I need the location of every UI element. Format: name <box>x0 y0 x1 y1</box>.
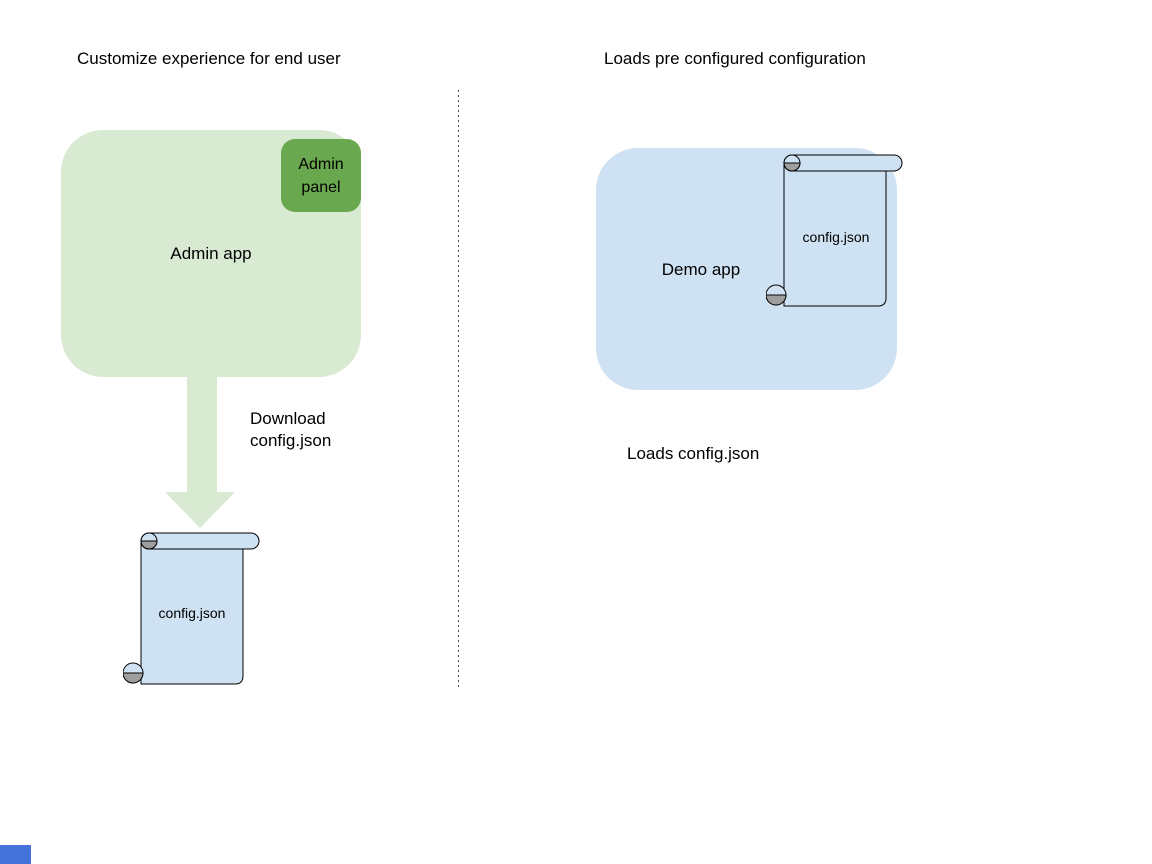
config-json-scroll-icon <box>123 532 260 685</box>
scroll-top-roll <box>140 532 260 550</box>
scroll-top-roll <box>783 154 903 172</box>
download-arrow-label: Download config.json <box>250 409 332 450</box>
scroll-paper-body <box>140 540 244 685</box>
loads-config-caption: Loads config.json <box>627 444 760 463</box>
right-section-heading: Loads pre configured configuration <box>604 49 866 68</box>
section-divider-dotted-line <box>458 90 459 687</box>
scroll-paper-body <box>783 162 887 307</box>
config-json-scroll-icon <box>766 154 903 307</box>
demo-app-label: Demo app <box>661 260 741 279</box>
scroll-top-curl-shade <box>140 540 158 550</box>
left-section-heading: Customize experience for end user <box>77 49 341 68</box>
download-arrow-head <box>165 492 235 528</box>
admin-panel-box: Admin panel <box>281 139 361 212</box>
admin-panel-label: Admin panel <box>298 155 344 196</box>
config-json-file-label: config.json <box>802 229 870 245</box>
config-json-file-label: config.json <box>158 605 226 621</box>
scroll-bottom-curl-shade <box>123 672 144 684</box>
admin-app-label: Admin app <box>170 243 252 263</box>
scroll-top-curl-shade <box>783 162 801 172</box>
download-arrow-stem <box>187 376 217 493</box>
blue-corner-artifact <box>0 845 31 864</box>
scroll-bottom-curl-shade <box>766 294 787 306</box>
